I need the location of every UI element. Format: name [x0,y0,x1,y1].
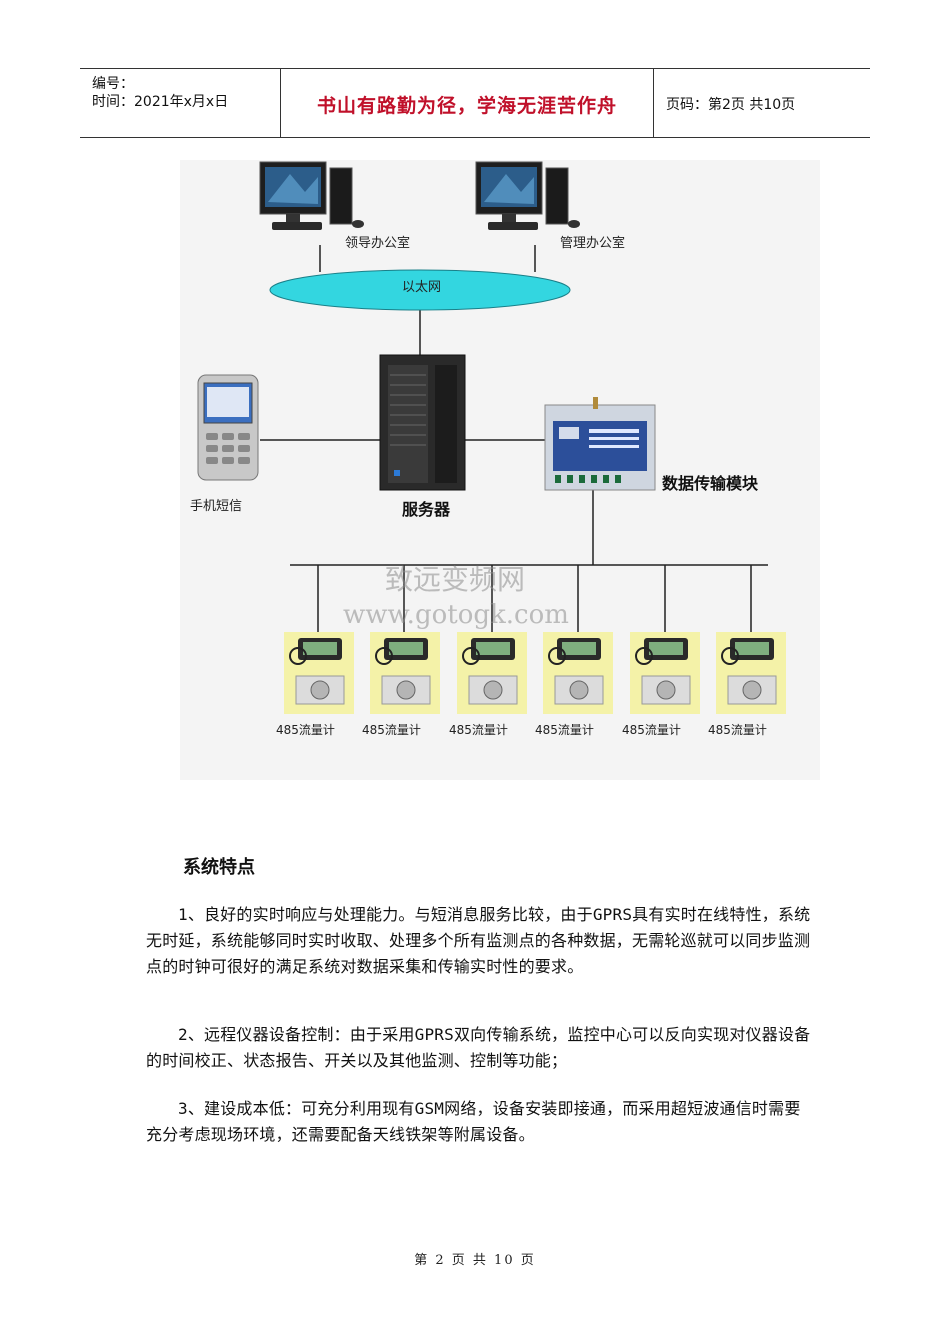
header-page-cell: 页码：第2页 共10页 [654,69,870,137]
page-footer: 第 2 页 共 10 页 [414,1253,536,1268]
header-meta-cell: 编号： 时间：2021年x月x日 [80,69,281,137]
flowmeter-label: 485流量计 [708,723,767,737]
flowmeter-label: 485流量计 [276,723,335,737]
paragraph-2: 2、远程仪器设备控制：由于采用GPRS双向传输系统，监控中心可以反向实现对仪器设… [146,1025,811,1070]
flowmeter-label: 485流量计 [449,723,508,737]
flowmeter-label: 485流量计 [362,723,421,737]
data-module-label: 数据传输模块 [662,474,759,493]
computer-mgmt-icon [475,161,580,230]
time-label: 时间：2021年x月x日 [92,94,229,110]
diagram-graphic [197,161,786,714]
paragraph-3: 3、建设成本低：可充分利用现有GSM网络，设备安装即接通，而采用超短波通信时需要… [146,1099,801,1144]
flowmeter-label: 485流量计 [622,723,681,737]
network-diagram: 领导办公室 管理办公室 以太网 手机短信 服务器 数据传输模块 致远变频网 ww… [180,160,820,780]
flowmeter-label: 485流量计 [535,723,594,737]
leader-office-label: 领导办公室 [345,236,411,251]
ethernet-label: 以太网 [402,280,442,295]
paragraph-1: 1、良好的实时响应与处理能力。与短消息服务比较，由于GPRS具有实时在线特性，系… [146,905,811,976]
number-label: 编号： [92,76,134,92]
server-tower-icon [379,354,466,491]
header-motto-cell: 书山有路勤为径，学海无涯苦作舟 [281,69,654,137]
mobile-phone-icon [197,374,259,481]
section-title: 系统特点 [183,857,255,878]
ethernet-ellipse [269,269,571,311]
flowmeter-icons [284,632,786,714]
motto: 书山有路勤为径，学海无涯苦作舟 [316,95,617,117]
data-module-icon [544,397,656,491]
page-header: 编号： 时间：2021年x月x日 书山有路勤为径，学海无涯苦作舟 页码：第2页 … [80,68,870,138]
mgmt-office-label: 管理办公室 [560,236,626,251]
watermark-cn: 致远变频网 [385,563,526,596]
page-info: 页码：第2页 共10页 [666,97,796,113]
server-label: 服务器 [402,500,451,519]
mobile-sms-label: 手机短信 [190,499,243,514]
watermark-url: www.gotogk.com [343,600,569,630]
connection-lines [260,245,768,632]
computer-leader-icon [259,161,364,230]
